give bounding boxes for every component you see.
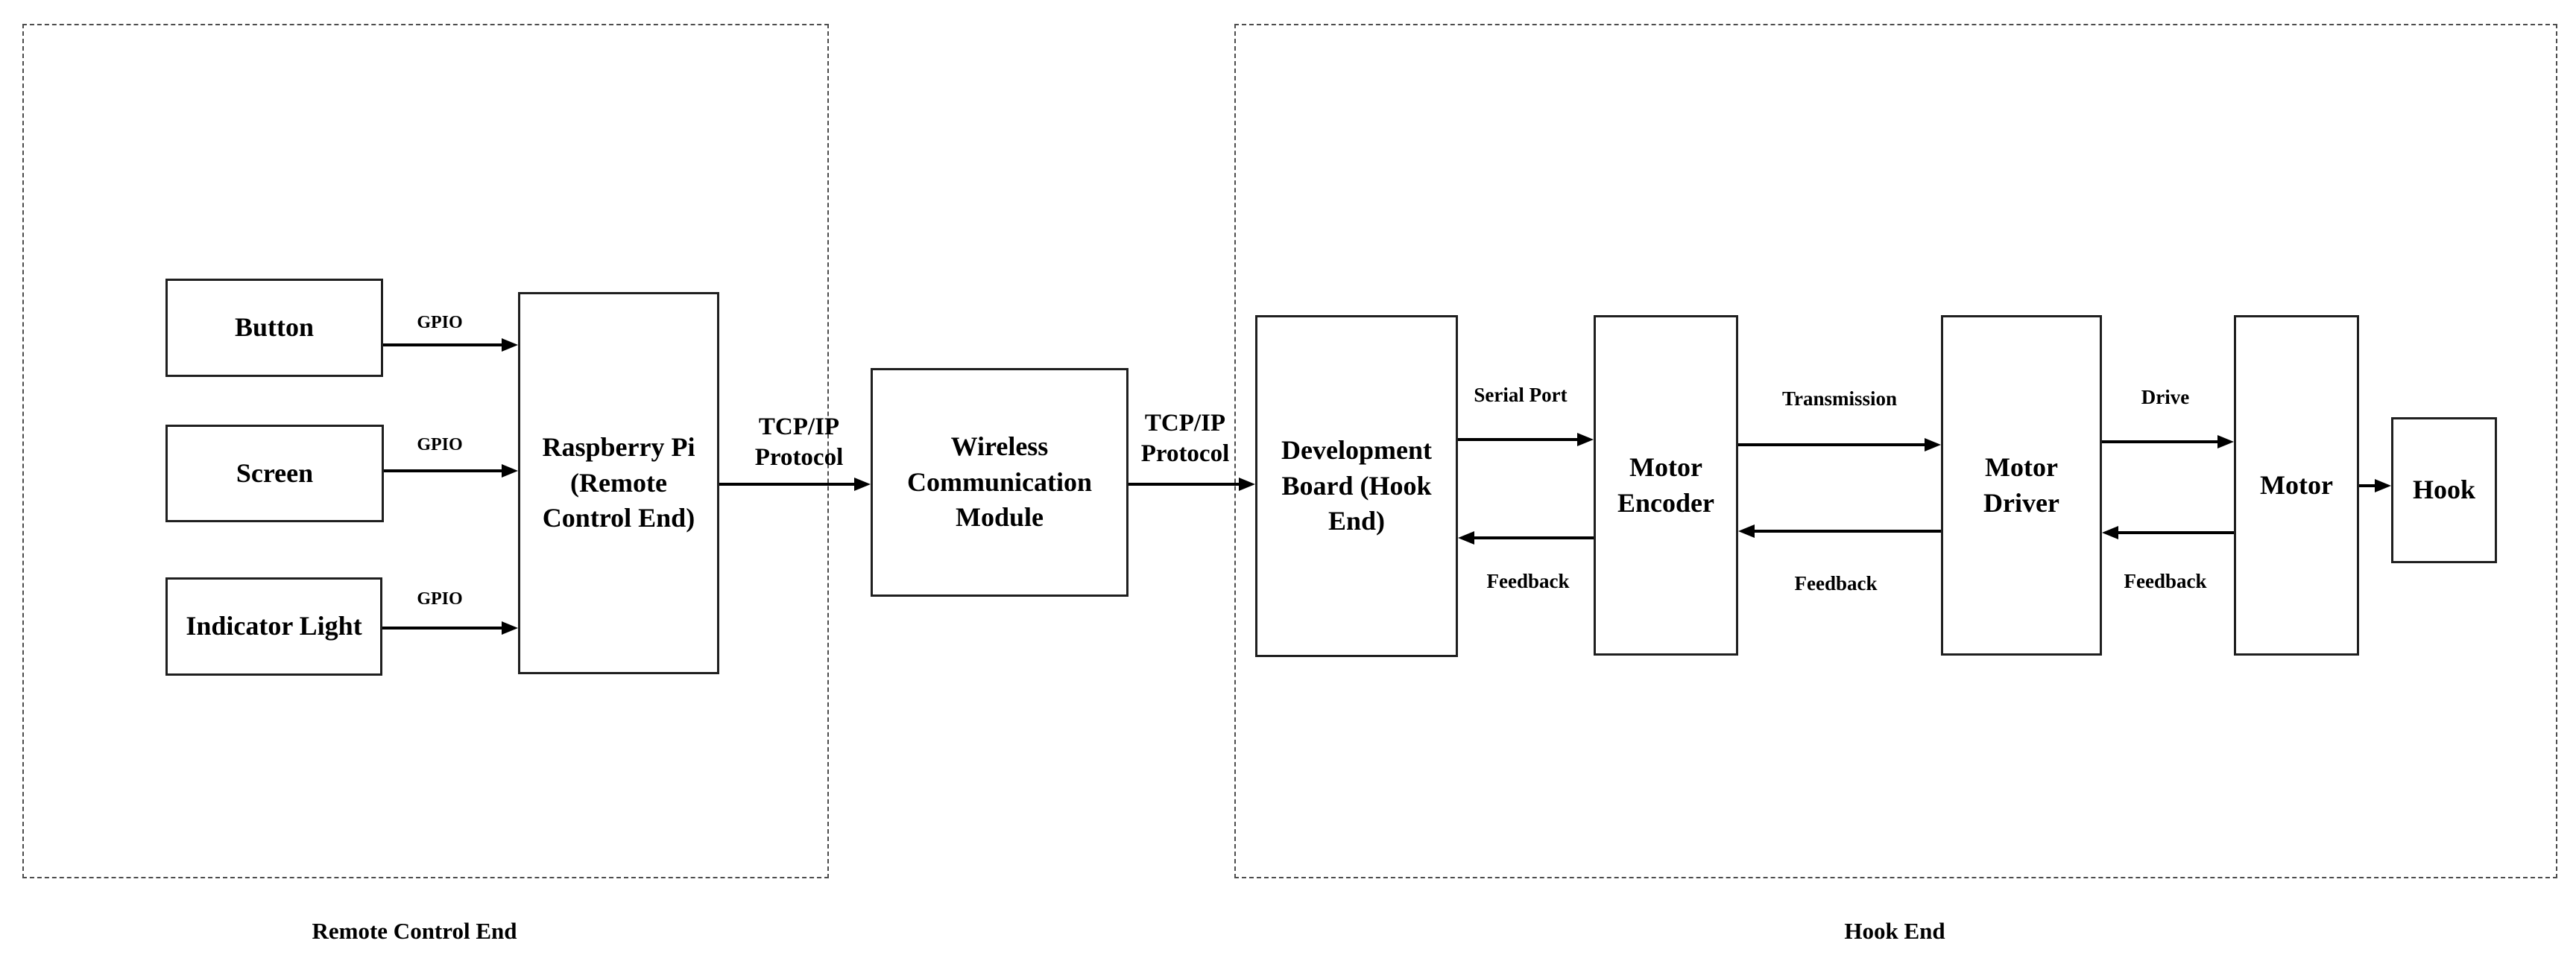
edge-label-drive: Drive xyxy=(2141,386,2190,408)
arrowhead-right-icon xyxy=(2375,479,2391,492)
arrowhead-left-icon xyxy=(1738,524,1755,538)
edge-label-gpio-button: GPIO xyxy=(417,313,463,332)
edge-driver-to-encoder xyxy=(1738,524,1941,538)
edge-label-feedback-2: Feedback xyxy=(1794,572,1878,595)
arrowhead-left-icon xyxy=(2102,526,2118,539)
node-button: Button xyxy=(165,279,383,377)
edge-line xyxy=(2102,440,2219,443)
edge-label-tcpip-2: TCP/IP Protocol xyxy=(1140,410,1230,468)
edge-label-feedback-1: Feedback xyxy=(1486,570,1570,592)
edge-line xyxy=(2359,484,2376,487)
node-development-board: Development Board (Hook End) xyxy=(1255,315,1458,657)
node-screen: Screen xyxy=(165,425,384,522)
edge-motor-to-driver xyxy=(2102,526,2234,539)
group-hook-end xyxy=(1234,24,2557,878)
edge-label-feedback-3: Feedback xyxy=(2124,570,2207,592)
edge-line xyxy=(383,343,503,346)
arrowhead-right-icon xyxy=(1239,478,1255,491)
edge-line xyxy=(1753,530,1941,533)
edge-line xyxy=(2117,531,2234,534)
group-remote-control-end xyxy=(22,24,829,878)
edge-indicator-to-rpi xyxy=(382,621,518,635)
edge-motor-to-hook xyxy=(2359,479,2391,492)
node-raspberry-pi: Raspberry Pi (Remote Control End) xyxy=(518,292,719,674)
edge-line xyxy=(1473,536,1594,539)
edge-line xyxy=(384,469,503,472)
edge-driver-to-motor xyxy=(2102,435,2234,448)
edge-label-tcpip-1: TCP/IP Protocol xyxy=(754,413,844,472)
arrowhead-right-icon xyxy=(1577,433,1594,446)
node-hook: Hook xyxy=(2391,417,2497,563)
edge-label-transmission: Transmission xyxy=(1781,387,1898,410)
node-motor-driver: Motor Driver xyxy=(1941,315,2102,656)
caption-hook-end: Hook End xyxy=(1844,918,1945,944)
node-wireless-communication-module: Wireless Communication Module xyxy=(871,368,1128,597)
edge-line xyxy=(1458,438,1579,441)
edge-line xyxy=(382,627,503,630)
edge-rpi-to-wireless xyxy=(719,478,871,491)
arrowhead-right-icon xyxy=(502,621,518,635)
node-motor: Motor xyxy=(2234,315,2359,656)
edge-label-gpio-screen: GPIO xyxy=(417,435,463,454)
edge-line xyxy=(1738,443,1926,446)
edge-encoder-to-driver xyxy=(1738,438,1941,451)
edge-label-serial-port: Serial Port xyxy=(1474,384,1568,406)
edge-line xyxy=(719,483,856,486)
edge-devboard-to-encoder xyxy=(1458,433,1594,446)
node-indicator-light: Indicator Light xyxy=(165,577,382,676)
edge-label-gpio-indicator: GPIO xyxy=(417,589,463,609)
arrowhead-right-icon xyxy=(854,478,871,491)
edge-screen-to-rpi xyxy=(384,464,518,478)
edge-wireless-to-devboard xyxy=(1128,478,1255,491)
caption-remote-control-end: Remote Control End xyxy=(312,918,517,944)
arrowhead-left-icon xyxy=(1458,531,1474,545)
edge-line xyxy=(1128,483,1240,486)
arrowhead-right-icon xyxy=(502,464,518,478)
arrowhead-right-icon xyxy=(1925,438,1941,451)
edge-button-to-rpi xyxy=(383,338,518,352)
edge-encoder-to-devboard xyxy=(1458,531,1594,545)
arrowhead-right-icon xyxy=(502,338,518,352)
arrowhead-right-icon xyxy=(2217,435,2234,448)
node-motor-encoder: Motor Encoder xyxy=(1594,315,1738,656)
